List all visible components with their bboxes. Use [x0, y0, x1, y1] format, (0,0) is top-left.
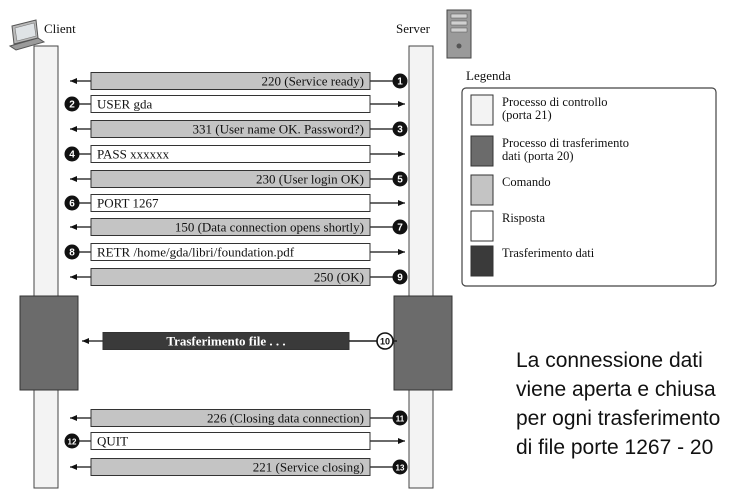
message-6: PORT 1267 6: [64, 194, 405, 212]
legend-item: Processo di controllo(porta 21): [470, 94, 608, 126]
message-label: 220 (Service ready): [261, 74, 364, 89]
legend-swatch: [470, 94, 494, 126]
step-number: 6: [69, 199, 75, 210]
step-number-badge: 10: [349, 332, 394, 350]
message-label: 226 (Closing data connection): [207, 411, 364, 426]
message-box: [90, 95, 371, 113]
message-label: 331 (User name OK. Password?): [193, 122, 365, 137]
message-label: 221 (Service closing): [253, 460, 364, 475]
legend-title: Legenda: [466, 68, 511, 83]
message-7: 150 (Data connection opens shortly) 7: [70, 218, 408, 236]
step-number-badge: 2: [64, 96, 80, 112]
legend-swatch: [470, 245, 494, 277]
message-10: Trasferimento file . . . 10: [82, 332, 397, 350]
message-box: [90, 170, 371, 188]
message-4: PASS xxxxxx 4: [64, 145, 405, 163]
step-number-badge: 4: [64, 146, 80, 162]
message-box: [90, 268, 371, 286]
step-number-badge: 7: [392, 219, 408, 235]
legend-swatch: [470, 174, 494, 206]
step-number-badge: 13: [392, 459, 408, 475]
server-control-lifeline: [408, 45, 434, 489]
step-number-badge: 9: [392, 269, 408, 285]
message-11: 226 (Closing data connection) 11: [70, 409, 408, 427]
client-control-lifeline: [33, 45, 59, 489]
message-box: [90, 194, 371, 212]
legend-label: Risposta: [502, 211, 546, 225]
step-number: 13: [396, 464, 405, 473]
message-box: [90, 243, 371, 261]
message-box: [90, 409, 371, 427]
message-label: Trasferimento file . . .: [166, 334, 285, 349]
step-number: 10: [380, 337, 390, 347]
step-number: 9: [397, 273, 403, 284]
server-data-process: [393, 295, 453, 391]
message-label: PASS xxxxxx: [97, 147, 170, 162]
laptop-icon: [8, 19, 46, 51]
message-box: [90, 458, 371, 476]
message-3: 331 (User name OK. Password?) 3: [70, 120, 408, 138]
legend-swatch: [470, 210, 494, 242]
legend-item: Comando: [470, 174, 551, 206]
message-2: USER gda 2: [64, 95, 405, 113]
message-label: RETR /home/gda/libri/foundation.pdf: [97, 245, 295, 260]
step-number: 3: [397, 125, 403, 136]
legend-label: Comando: [502, 175, 551, 189]
note-line: La connessione dati: [516, 349, 703, 372]
legend-label: dati (porta 20): [502, 149, 574, 163]
step-number-badge: 8: [64, 244, 80, 260]
note-line: viene aperta e chiusa: [516, 378, 716, 401]
step-number: 4: [69, 150, 75, 161]
legend-box: [461, 87, 717, 287]
transfer-note: La connessione dati viene aperta e chius…: [516, 346, 752, 462]
step-number: 12: [68, 438, 77, 447]
message-box: [90, 218, 371, 236]
message-5: 230 (User login OK) 5: [70, 170, 408, 188]
legend-swatch: [470, 135, 494, 167]
step-number-badge: 12: [64, 433, 80, 449]
legend-label: Processo di controllo: [502, 95, 608, 109]
message-box: [90, 120, 371, 138]
legend-label: Trasferimento dati: [502, 246, 595, 260]
legend-label: Processo di trasferimento: [502, 136, 629, 150]
message-box: [90, 432, 371, 450]
message-8: RETR /home/gda/libri/foundation.pdf 8: [64, 243, 405, 261]
server-label: Server: [396, 21, 431, 36]
step-number: 1: [397, 77, 403, 88]
message-12: QUIT 12: [64, 432, 405, 450]
message-label: 230 (User login OK): [256, 172, 364, 187]
message-label: 250 (OK): [314, 270, 364, 285]
legend-items: Processo di controllo(porta 21)Processo …: [470, 94, 629, 277]
message-9: 250 (OK) 9: [70, 268, 408, 286]
legend-item: Risposta: [470, 210, 546, 242]
note-line: di file porte 1267 - 20: [516, 436, 714, 459]
step-number: 11: [396, 415, 405, 424]
step-number: 8: [69, 248, 75, 259]
step-number-badge: 5: [392, 171, 408, 187]
step-number-badge: 3: [392, 121, 408, 137]
client-data-process: [19, 295, 79, 391]
message-box: [90, 145, 371, 163]
note-line: per ogni trasferimento: [516, 407, 721, 430]
legend-item: Trasferimento dati: [470, 245, 595, 277]
message-box: [90, 72, 371, 90]
client-label: Client: [44, 21, 76, 36]
message-label: USER gda: [97, 97, 152, 112]
step-number: 7: [397, 223, 403, 234]
server-icon: [446, 9, 472, 59]
step-number-badge: 11: [392, 410, 408, 426]
step-number-badge: 1: [392, 73, 408, 89]
message-1: 220 (Service ready) 1: [70, 72, 408, 90]
message-label: PORT 1267: [97, 196, 159, 211]
message-13: 221 (Service closing) 13: [70, 458, 408, 476]
message-label: 150 (Data connection opens shortly): [175, 220, 364, 235]
step-number: 2: [69, 100, 75, 111]
legend-label: (porta 21): [502, 108, 552, 122]
step-number: 5: [397, 175, 403, 186]
step-number-badge: 6: [64, 195, 80, 211]
message-label: QUIT: [97, 434, 128, 449]
